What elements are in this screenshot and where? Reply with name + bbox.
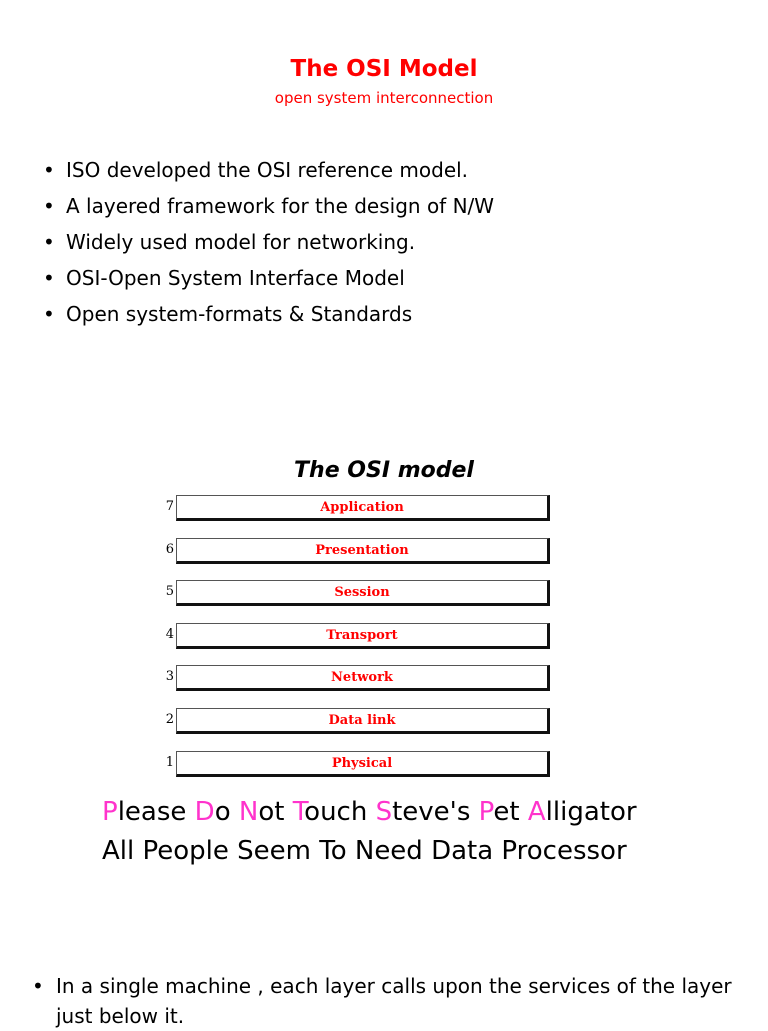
mnemonic-word-rest: teve's [392,797,479,827]
mnemonic-initial: P [478,797,494,827]
bullet-dot-icon: • [43,266,55,290]
layer-box-session: Session [176,580,550,606]
mnemonic-word-rest: ot [258,797,293,827]
layer-box-presentation: Presentation [176,538,550,564]
page-subtitle: open system interconnection [274,89,494,107]
diagram-title: The OSI model [294,458,474,483]
mnemonic-initial: P [102,797,118,827]
layer-number: 4 [165,627,174,642]
layer-number: 3 [165,669,174,684]
bullet-item: • Open system-formats & Standards [40,296,494,332]
layer-label: Transport [326,628,398,643]
osi-layer-row: 7 Application [150,495,570,525]
mnemonic-word-rest: lligator [545,797,637,827]
mnemonic-word-rest: et [493,797,528,827]
layer-label: Network [331,670,393,685]
layer-number: 6 [165,542,174,557]
bullet-text: A layered framework for the design of N/… [66,194,495,218]
bullet-dot-icon: • [43,230,55,254]
mnemonic-word-rest: ouch [304,797,376,827]
layer-number: 1 [165,755,174,770]
mnemonic-top-down: Please Do Not Touch Steve's Pet Alligato… [102,797,637,827]
bullet-dot-icon: • [43,158,55,182]
bullet-dot-icon: • [32,974,44,998]
intro-bullet-list: •ISO developed the OSI reference model. … [40,152,494,332]
layer-box-data-link: Data link [176,708,550,734]
osi-layer-row: 2 Data link [150,708,570,738]
layer-number: 7 [165,499,174,514]
osi-layer-row: 3 Network [150,665,570,695]
layer-number: 5 [165,584,174,599]
footer-bullet: • In a single machine , each layer calls… [32,971,752,1031]
bullet-text: OSI-Open System Interface Model [66,266,405,290]
footer-bullet-text: In a single machine , each layer calls u… [56,974,732,1028]
mnemonic-initial: T [292,797,305,827]
layer-label: Session [334,585,390,600]
bullet-text: Widely used model for networking. [66,230,416,254]
layer-box-physical: Physical [176,751,550,777]
bullet-dot-icon: • [43,194,55,218]
osi-layer-row: 4 Transport [150,623,570,653]
osi-layer-row: 1 Physical [150,751,570,781]
bullet-text: Open system-formats & Standards [66,302,413,326]
layer-box-network: Network [176,665,550,691]
mnemonic-initial: A [527,797,546,827]
osi-layer-row: 5 Session [150,580,570,610]
bullet-item: • Widely used model for networking. [40,224,494,260]
mnemonic-word-rest: o [214,797,239,827]
mnemonic-initial: S [375,797,393,827]
layer-number: 2 [165,712,174,727]
osi-layer-row: 6 Presentation [150,538,570,568]
layer-box-transport: Transport [176,623,550,649]
bullet-text: ISO developed the OSI reference model. [66,158,469,182]
mnemonic-bottom-up: All People Seem To Need Data Processor [102,836,627,866]
bullet-item: • ISO developed the OSI reference model. [40,152,494,188]
bullet-item: • OSI-Open System Interface Model [40,260,494,296]
layer-label: Application [320,500,404,515]
layer-label: Presentation [315,543,409,558]
mnemonic-word-rest: lease [117,797,195,827]
bullet-item: • A layered framework for the design of N… [40,188,494,224]
bullet-dot-icon: • [43,302,55,326]
layer-box-application: Application [176,495,550,521]
layer-label: Data link [328,713,396,728]
layer-label: Physical [331,756,393,771]
page-title: The OSI Model [290,56,478,82]
mnemonic-initial: N [238,797,259,827]
mnemonic-initial: D [194,797,215,827]
